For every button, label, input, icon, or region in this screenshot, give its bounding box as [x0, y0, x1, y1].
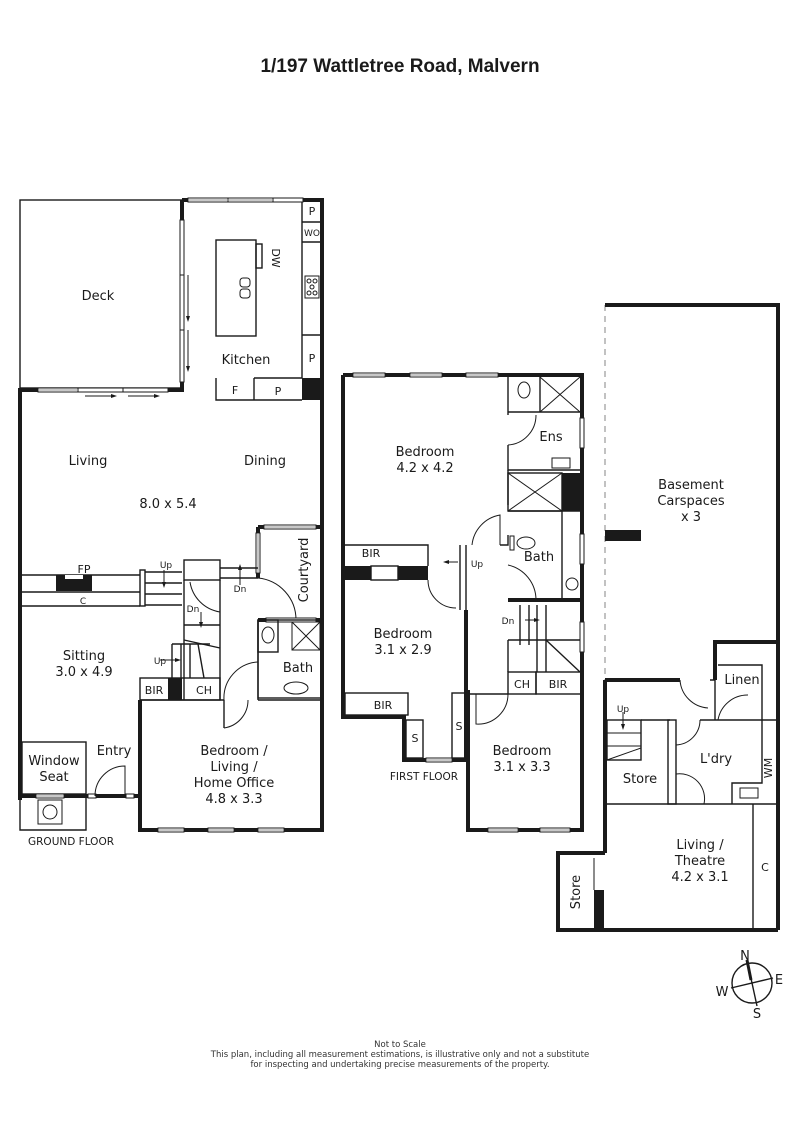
- room-label-laundry: L'dry: [700, 752, 732, 767]
- compass-rose: [730, 959, 774, 1007]
- fixture-washing-machine: WM: [762, 758, 775, 778]
- room-size-living-dining: 8.0 x 5.4: [139, 497, 196, 512]
- fixture-cupboard: C: [80, 597, 86, 607]
- room-label-dining: Dining: [244, 454, 286, 469]
- room-label-entry: Entry: [97, 744, 132, 759]
- compass-south: S: [753, 1007, 761, 1022]
- fixture-shelf-1: S: [412, 732, 419, 745]
- room-size-sitting: 3.0 x 4.9: [55, 665, 112, 680]
- page-title: 1/197 Wattletree Road, Malvern: [260, 56, 540, 77]
- room-label-bedroom-3: Bedroom: [493, 744, 552, 759]
- fixture-cupboard: C: [761, 861, 769, 874]
- room-label-carspaces-3: x 3: [681, 510, 701, 525]
- fixture-shelf-2: S: [456, 720, 463, 733]
- stair-down-2: Dn: [187, 605, 200, 615]
- room-label-living: Living: [69, 454, 108, 469]
- floor-label-first: FIRST FLOOR: [390, 771, 458, 783]
- room-label-theatre-1: Living /: [676, 838, 724, 853]
- room-label-bedroom-3: Home Office: [194, 776, 274, 791]
- room-label-window-seat-2: Seat: [39, 770, 68, 785]
- room-label-bedroom-2: Bedroom: [374, 627, 433, 642]
- room-size-bedroom: 4.8 x 3.3: [205, 792, 262, 807]
- room-label-bedroom-1: Bedroom: [396, 445, 455, 460]
- room-label-courtyard: Courtyard: [297, 538, 312, 603]
- room-label-theatre-2: Theatre: [674, 854, 725, 869]
- stair-up: Up: [617, 705, 630, 715]
- stair-down-1: Dn: [234, 585, 247, 595]
- room-size-theatre: 4.2 x 3.1: [671, 870, 728, 885]
- room-size-bedroom-2: 3.1 x 2.9: [374, 643, 431, 658]
- fixture-dishwasher: DW: [269, 248, 282, 267]
- disclaimer-not-to-scale: Not to Scale: [374, 1040, 426, 1050]
- fixture-bir-1: BIR: [362, 547, 381, 560]
- stair-up-2: Up: [154, 657, 167, 667]
- room-label-kitchen: Kitchen: [222, 353, 271, 368]
- compass-north: N: [740, 949, 750, 964]
- disclaimer: Not to Scale This plan, including all me…: [0, 1040, 800, 1070]
- fixture-fridge: F: [232, 384, 238, 397]
- fixture-bir-3: BIR: [549, 678, 568, 691]
- fixture-pantry-1: P: [309, 205, 316, 218]
- room-size-bedroom-3: 3.1 x 3.3: [493, 760, 550, 775]
- compass-east: E: [775, 973, 783, 988]
- room-label-store-1: Store: [623, 772, 657, 787]
- basement: [556, 303, 780, 932]
- room-label-bedroom-1: Bedroom /: [200, 744, 268, 759]
- room-label-sitting: Sitting: [63, 649, 105, 664]
- disclaimer-line-2: This plan, including all measurement est…: [210, 1050, 590, 1060]
- room-label-bath: Bath: [524, 550, 554, 565]
- room-size-bedroom-1: 4.2 x 4.2: [396, 461, 453, 476]
- stair-up-1: Up: [160, 561, 173, 571]
- fixture-bir-2: BIR: [374, 699, 393, 712]
- fixture-ch: CH: [196, 684, 212, 697]
- first-floor: [341, 372, 585, 833]
- room-label-deck: Deck: [82, 289, 115, 304]
- fixture-pantry-3: P: [275, 385, 282, 398]
- room-label-store-2: Store: [569, 875, 584, 909]
- fixture-wall-oven: WO: [304, 229, 320, 239]
- stair-up: Up: [471, 560, 484, 570]
- fixture-pantry-2: P: [309, 352, 316, 365]
- compass-west: W: [716, 985, 729, 1000]
- room-label-ensuite: Ens: [539, 430, 562, 445]
- ground-floor: [18, 197, 324, 833]
- room-label-carspaces-2: Carspaces: [657, 494, 725, 509]
- room-label-bedroom-2: Living /: [210, 760, 258, 775]
- room-label-linen: Linen: [724, 673, 759, 688]
- room-label-carspaces-1: Basement: [658, 478, 724, 493]
- fixture-ch: CH: [514, 678, 530, 691]
- floor-label-ground: GROUND FLOOR: [28, 836, 114, 848]
- stair-down: Dn: [502, 617, 515, 627]
- fixture-fireplace: FP: [78, 563, 91, 576]
- room-label-bath: Bath: [283, 661, 313, 676]
- room-label-window-seat-1: Window: [28, 754, 80, 769]
- disclaimer-line-3: for inspecting and undertaking precise m…: [250, 1060, 550, 1070]
- fixture-bir: BIR: [145, 684, 164, 697]
